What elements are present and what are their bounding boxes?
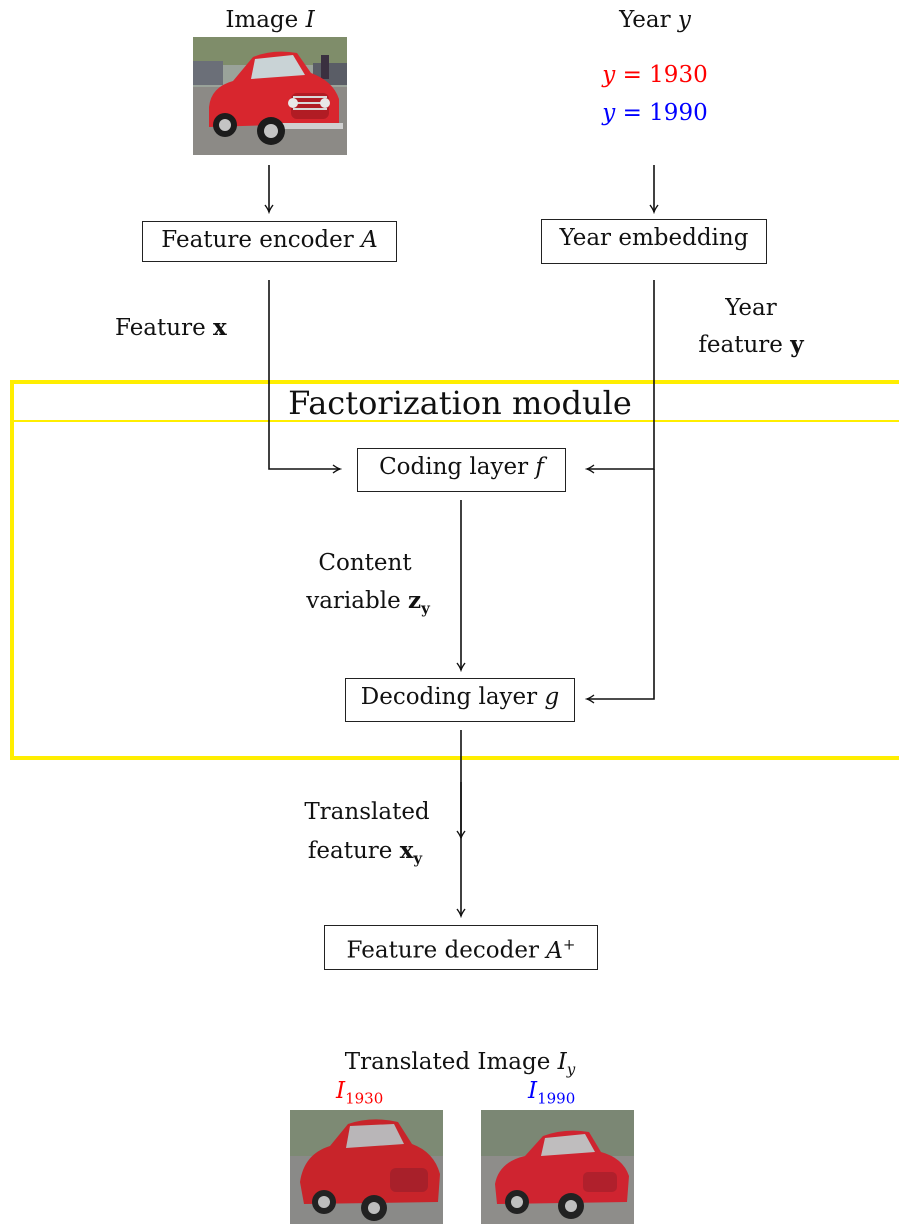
content-variable-z: z [408, 587, 422, 614]
translated-feature-label-line2: feature xy [290, 837, 440, 873]
year-input-label: Year [619, 7, 671, 33]
coding-layer-box: Coding layer f [357, 448, 566, 492]
year-input-title: Year y [555, 6, 755, 34]
content-variable-sub: y [421, 599, 430, 618]
arrow-embedding-to-decoding [587, 469, 655, 699]
feature-decoder-box: Feature decoder A+ [324, 925, 598, 970]
year-example-1990-symbol: y [602, 100, 616, 126]
translated-feature-x: x [399, 837, 414, 864]
translated-image-sub: y [566, 1060, 576, 1079]
content-variable-symbol: zy [408, 587, 430, 618]
year-input-symbol: y [677, 7, 691, 33]
year-embedding-box: Year embedding [541, 219, 767, 264]
output-label-1930: I1930 [336, 1077, 383, 1113]
output-1930-sub: 1930 [345, 1089, 384, 1108]
feature-x-text: Feature [115, 315, 206, 341]
year-feature-label-line1: Year [725, 295, 777, 321]
translated-feature-label-line1: Translated [304, 799, 430, 825]
feature-decoder-label: Feature decoder [346, 937, 539, 964]
decoding-layer-symbol: g [544, 684, 560, 710]
year-example-1930-symbol: y [602, 62, 616, 88]
content-variable-text: variable [306, 588, 401, 614]
year-example-1930-value: = 1930 [622, 62, 708, 88]
output-label-1990: I1990 [528, 1077, 575, 1113]
factorization-module-frame [10, 380, 899, 760]
year-feature-text: feature [698, 332, 783, 358]
decoding-layer-box: Decoding layer g [345, 678, 575, 722]
translated-feature-sub: y [413, 849, 423, 868]
content-label-line2: variable zy [283, 587, 453, 623]
feature-decoder-symbol: A+ [546, 935, 576, 964]
translated-image-symbol: Iy [557, 1049, 576, 1079]
image-input-label: Image [225, 7, 299, 33]
arrow-embedding-to-coding [587, 280, 655, 469]
feature-encoder-symbol: A [361, 227, 378, 253]
translated-image-text: Translated Image [344, 1049, 551, 1075]
content-label-line1: Content [318, 550, 412, 576]
output-1930-symbol: I [336, 1078, 346, 1104]
feature-decoder-sup: + [562, 935, 576, 953]
feature-x-label: Feature x [115, 314, 227, 342]
coding-layer-label: Coding layer [379, 454, 529, 480]
year-embedding-label: Year embedding [559, 225, 749, 251]
feature-x-symbol: x [213, 314, 227, 341]
feature-encoder-label: Feature encoder [161, 227, 354, 253]
image-input-title: Image I [170, 6, 370, 34]
arrow-encoder-to-coding [268, 280, 340, 469]
translated-feature-text: feature [307, 838, 393, 864]
year-feature-label-line2: feature y [676, 331, 826, 359]
decoding-layer-label: Decoding layer [360, 684, 538, 710]
output-1990-symbol: I [528, 1078, 538, 1104]
output-1990-sub: 1990 [537, 1089, 576, 1108]
year-example-1930: y = 1930 [555, 61, 755, 89]
factorization-module-title: Factorization module [288, 384, 632, 422]
coding-layer-symbol: f [535, 454, 544, 480]
feature-encoder-box: Feature encoder A [142, 221, 397, 262]
translated-feature-symbol: xy [399, 837, 422, 868]
translated-image-i: I [557, 1049, 567, 1075]
output-car-photo-1930 [290, 1110, 443, 1224]
year-example-1990: y = 1990 [555, 99, 755, 127]
feature-decoder-a: A [546, 937, 563, 964]
input-car-photo [193, 37, 347, 155]
translated-image-title: Translated Image Iy [310, 1048, 610, 1084]
year-example-1990-value: = 1990 [622, 100, 708, 126]
year-feature-symbol: y [790, 331, 804, 358]
output-car-photo-1990 [481, 1110, 634, 1224]
image-input-symbol: I [305, 7, 315, 33]
